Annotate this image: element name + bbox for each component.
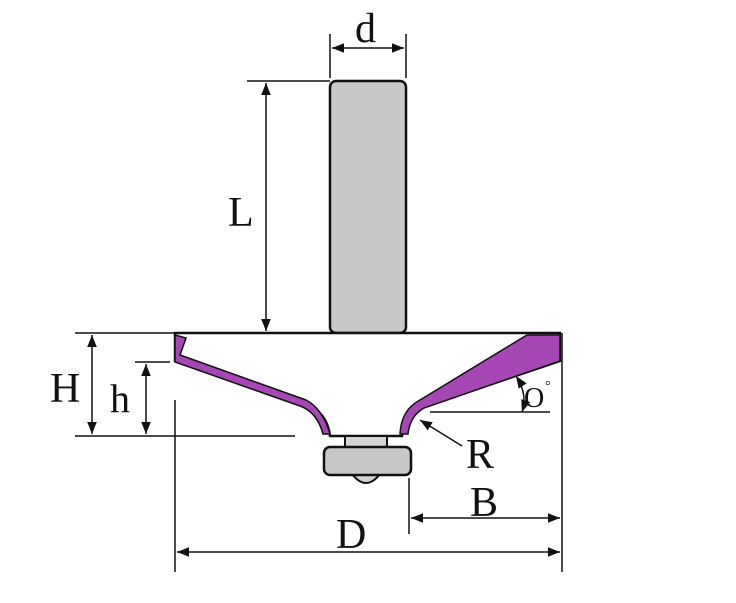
label-angle-degree: ° [545, 379, 551, 394]
label-d: d [355, 6, 376, 52]
label-R: R [466, 432, 494, 478]
dimension-lines [87, 43, 560, 557]
bearing [322, 445, 413, 477]
label-angle: O [524, 383, 544, 414]
r-leader [419, 419, 463, 447]
label-H: H [50, 366, 80, 412]
label-h: h [110, 376, 130, 421]
cutter-body [173, 331, 562, 438]
label-D: D [336, 512, 366, 558]
shank [328, 79, 408, 335]
left-cutting-edge [174, 334, 332, 435]
angle-arc [515, 375, 531, 413]
label-L: L [228, 190, 254, 236]
extension-lines [75, 34, 563, 572]
right-cutting-edge [399, 334, 561, 435]
label-B: B [470, 480, 498, 526]
